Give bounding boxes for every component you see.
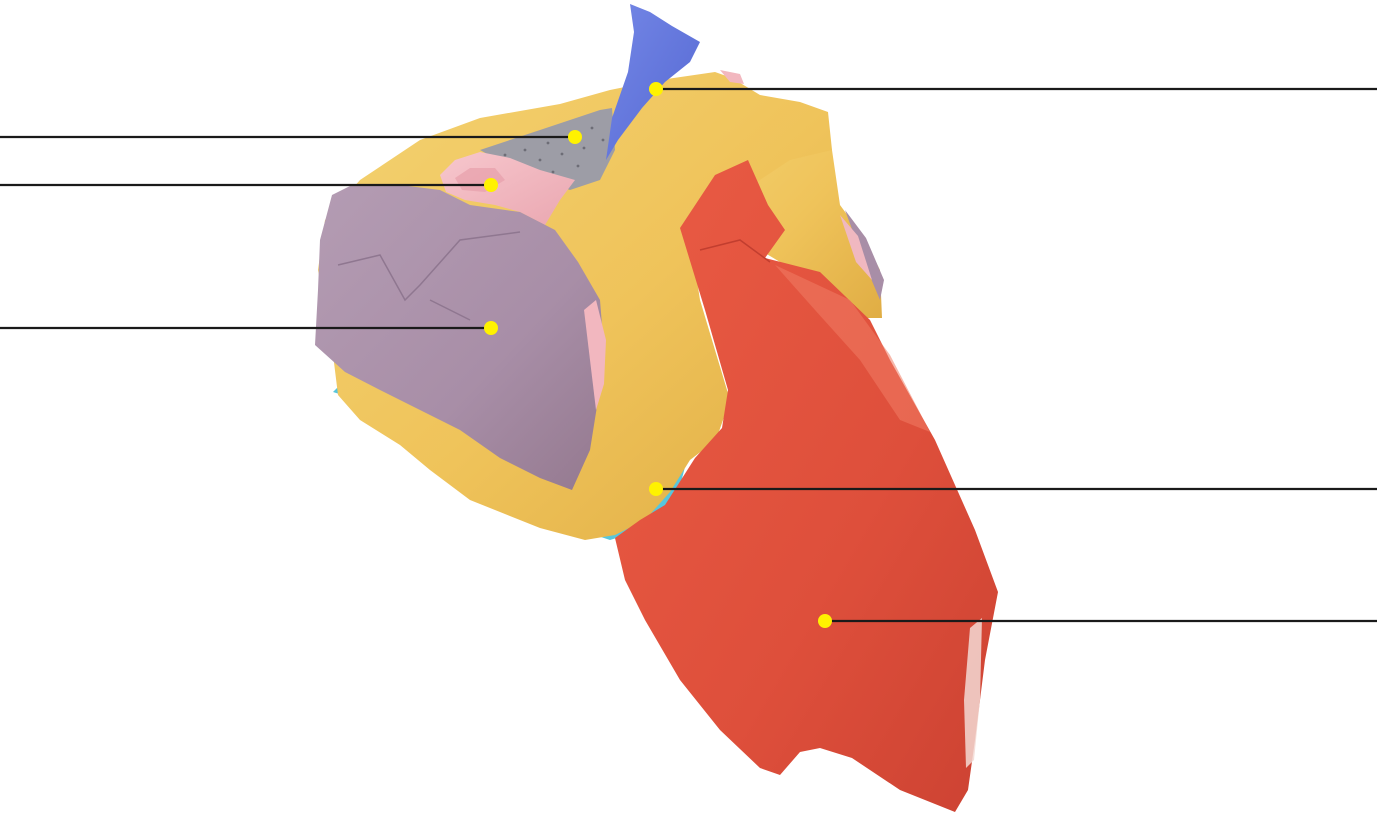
marker-pink-canal[interactable] bbox=[484, 178, 498, 192]
marker-red-body[interactable] bbox=[818, 614, 832, 628]
marker-cyan-rim[interactable] bbox=[649, 482, 663, 496]
marker-blue-process[interactable] bbox=[649, 82, 663, 96]
marker-gray-surface[interactable] bbox=[568, 130, 582, 144]
marker-lavender-face[interactable] bbox=[484, 321, 498, 335]
